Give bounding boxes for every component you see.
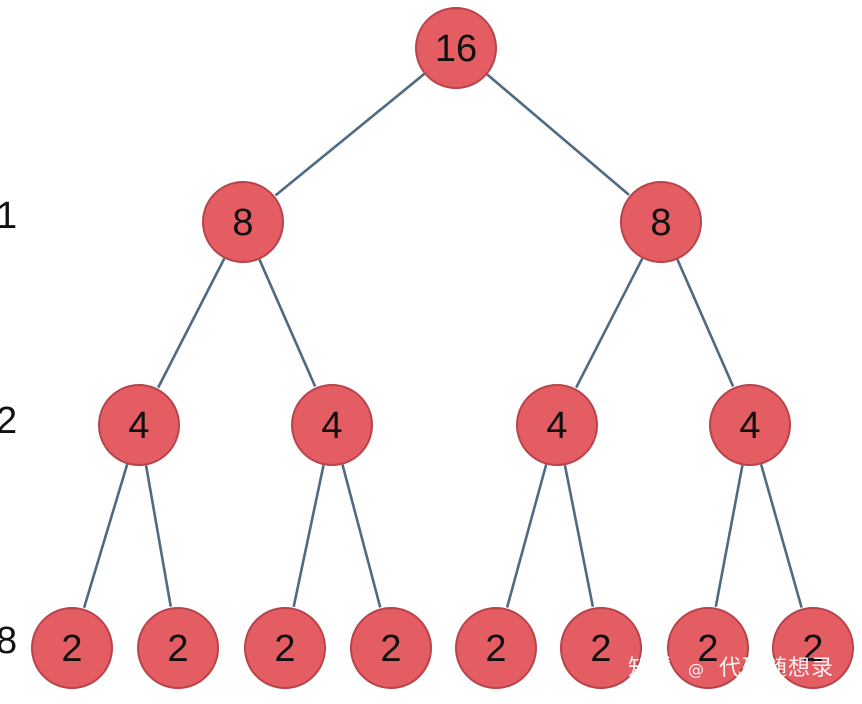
tree-node-level3-0: 2 [31,607,113,689]
node-circle [202,181,284,263]
node-value: 2 [274,628,295,670]
edge-level2-2-to-5 [563,464,595,608]
tree-node-level3-2: 2 [244,607,326,689]
tree-node-level2-3: 4 [709,384,791,466]
level-label-3: 8 [0,620,18,662]
node-value: 4 [321,405,342,447]
edge-level2-1-to-2 [292,464,325,608]
edge-root-0-to-0 [274,72,426,197]
node-value: 2 [802,628,823,670]
edge-level2-0-to-0 [82,463,129,609]
node-value: 16 [435,28,477,70]
node-value: 2 [61,628,82,670]
node-circle [244,607,326,689]
watermark: 知乎 @ 代码随想录 [628,650,834,682]
tree-node-level3-4: 2 [455,607,537,689]
node-circle [291,384,373,466]
edge-level2-0-to-1 [144,465,173,607]
edge-level1-1-to-2 [574,257,644,389]
tree-edges [82,72,803,609]
level-label-2: 2 [0,400,18,442]
node-value: 8 [650,202,671,244]
node-circle [455,607,537,689]
node-circle [667,607,749,689]
node-circle [620,181,702,263]
node-circle [98,384,180,466]
tree-node-level3-3: 2 [350,607,432,689]
edge-level1-1-to-3 [676,259,735,388]
tree-node-level2-2: 4 [516,384,598,466]
node-value: 4 [546,405,567,447]
node-value: 4 [128,405,149,447]
node-circle [560,607,642,689]
edge-level1-0-to-1 [258,259,317,388]
node-circle [31,607,113,689]
level-label-1: 1 [0,195,18,237]
tree-node-level1-1: 8 [620,181,702,263]
edge-root-0-to-1 [486,73,630,196]
node-value: 2 [590,628,611,670]
node-circle [516,384,598,466]
node-value: 2 [167,628,188,670]
tree-node-root-0: 16 [415,7,497,89]
tree-node-level3-6: 2 [667,607,749,689]
watermark-brand: 知乎 [628,656,675,681]
at-icon: @ [688,660,706,679]
node-value: 8 [232,202,253,244]
node-circle [772,607,854,689]
tree-node-level3-1: 2 [137,607,219,689]
tree-node-level3-5: 2 [560,607,642,689]
edge-level1-0-to-0 [156,257,226,389]
tree-node-level2-1: 4 [291,384,373,466]
node-value: 2 [697,628,718,670]
watermark-author: 代码随想录 [719,656,835,681]
node-circle [415,7,497,89]
node-value: 2 [485,628,506,670]
tree-nodes: 16 8 8 4 4 4 4 2 2 2 2 2 2 2 2 [31,7,854,689]
tree-node-level1-0: 8 [202,181,284,263]
tree-node-level3-7: 2 [772,607,854,689]
tree-node-level2-0: 4 [98,384,180,466]
edge-level2-3-to-6 [714,465,744,607]
edge-level2-1-to-3 [341,464,382,608]
node-circle [709,384,791,466]
node-circle [350,607,432,689]
edge-level2-3-to-7 [759,464,803,608]
edge-level2-2-to-4 [505,464,548,608]
node-value: 4 [739,405,760,447]
node-circle [137,607,219,689]
node-value: 2 [380,628,401,670]
